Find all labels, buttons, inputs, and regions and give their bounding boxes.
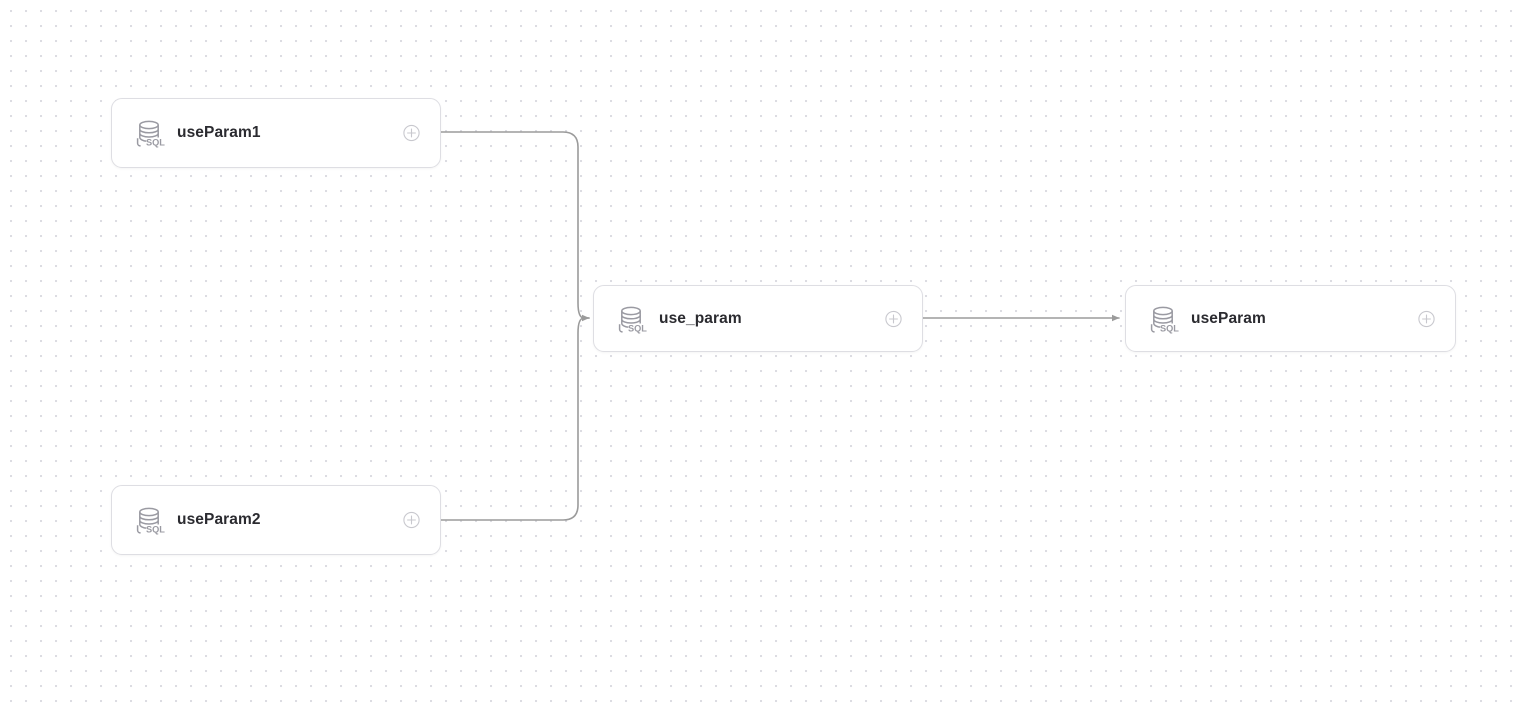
plus-circle-icon[interactable] bbox=[1418, 310, 1435, 327]
plus-circle-icon[interactable] bbox=[403, 511, 420, 529]
node-label: use_param bbox=[659, 309, 742, 327]
sql-database-icon: SQL bbox=[614, 302, 648, 336]
node-useParam1[interactable]: SQL useParam1 bbox=[111, 98, 441, 168]
node-label: useParam bbox=[1191, 309, 1266, 327]
node-useParam2[interactable]: SQL useParam2 bbox=[111, 485, 441, 555]
node-use_param[interactable]: SQL use_param bbox=[593, 285, 923, 352]
sql-database-icon: SQL bbox=[132, 116, 166, 150]
node-label: useParam2 bbox=[177, 511, 261, 528]
svg-text:SQL: SQL bbox=[146, 525, 165, 535]
plus-circle-icon[interactable] bbox=[885, 310, 902, 327]
svg-text:SQL: SQL bbox=[146, 138, 165, 148]
node-useParam[interactable]: SQL useParam bbox=[1125, 285, 1456, 352]
svg-text:SQL: SQL bbox=[628, 323, 647, 333]
edge-useParam1-to-use_param[interactable] bbox=[440, 131, 590, 322]
svg-text:SQL: SQL bbox=[1160, 323, 1179, 333]
edge-useParam2-to-use_param[interactable] bbox=[440, 317, 590, 521]
sql-database-icon: SQL bbox=[132, 503, 166, 537]
plus-circle-icon[interactable] bbox=[403, 124, 420, 142]
sql-database-icon: SQL bbox=[1146, 302, 1180, 336]
node-label: useParam1 bbox=[177, 124, 261, 141]
